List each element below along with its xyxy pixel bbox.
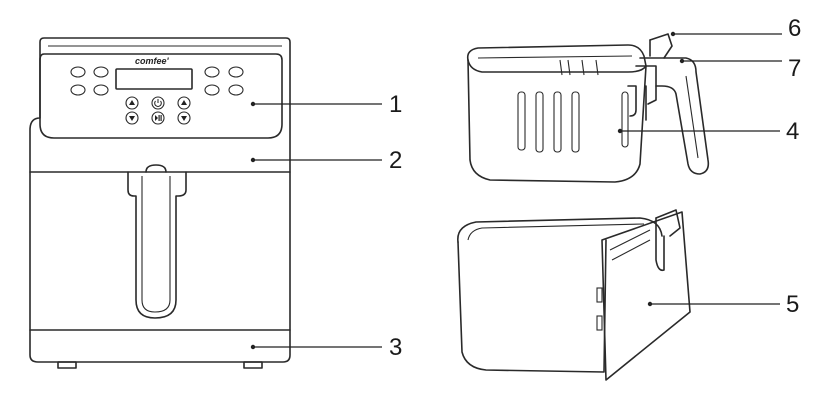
basket-front-slots	[517, 91, 629, 153]
callout-number: 2	[389, 147, 402, 174]
right-button-group	[204, 66, 244, 96]
callout-number: 4	[786, 118, 799, 145]
power-icon[interactable]	[151, 96, 165, 110]
callout-4: 4	[617, 118, 799, 145]
left-button-group	[70, 66, 109, 96]
drawer-latch	[596, 287, 603, 303]
callout-7: 7	[679, 55, 801, 82]
display-screen	[115, 68, 193, 90]
panel-button[interactable]	[204, 84, 220, 96]
drawer-front-plate	[601, 211, 691, 381]
callout-number: 5	[786, 291, 799, 318]
control-panel	[39, 53, 283, 139]
panel-button[interactable]	[70, 66, 86, 78]
callout-5: 5	[647, 291, 799, 318]
callout-3: 3	[250, 334, 402, 361]
air-fryer-unit: comfee'	[29, 37, 291, 369]
callout-6: 6	[670, 15, 801, 42]
drawer-latch	[596, 315, 603, 331]
drawer-handle[interactable]	[127, 164, 187, 319]
drawer-body	[457, 239, 607, 373]
down-arrow-icon[interactable]	[177, 111, 191, 125]
play-pause-icon[interactable]	[151, 111, 165, 125]
brand-logo: comfee'	[135, 56, 170, 66]
basket-rim	[466, 44, 647, 67]
panel-button[interactable]	[228, 66, 244, 78]
callout-number: 3	[389, 334, 402, 361]
drawer-rim	[457, 217, 663, 243]
fryer-body	[29, 37, 291, 363]
down-arrow-icon[interactable]	[125, 111, 139, 125]
round-control-buttons	[125, 96, 191, 125]
up-arrow-icon[interactable]	[177, 96, 191, 110]
panel-button[interactable]	[93, 84, 109, 96]
fryer-foot	[57, 361, 77, 369]
fry-basket	[466, 44, 647, 183]
callout-number: 7	[788, 55, 801, 82]
callout-1: 1	[250, 91, 402, 118]
panel-button[interactable]	[228, 84, 244, 96]
basket-body	[467, 59, 647, 183]
panel-button[interactable]	[93, 66, 109, 78]
panel-button[interactable]	[204, 66, 220, 78]
callout-number: 1	[389, 91, 402, 118]
callout-2: 2	[250, 147, 402, 174]
panel-button[interactable]	[70, 84, 86, 96]
up-arrow-icon[interactable]	[125, 96, 139, 110]
fryer-foot	[243, 361, 263, 369]
callout-number: 6	[788, 15, 801, 42]
outer-drawer	[457, 209, 691, 381]
basket-back-slots	[559, 59, 599, 76]
basket-handle[interactable]	[627, 33, 710, 175]
